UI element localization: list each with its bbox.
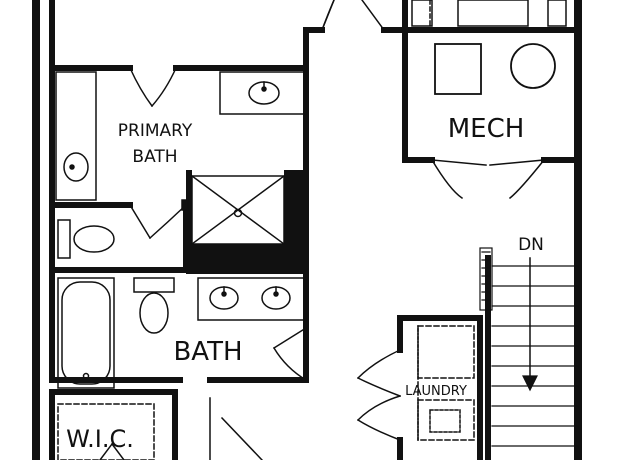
bathtub [57, 277, 115, 389]
room-label-primary-2: BATH [132, 147, 177, 167]
stair-arrow-head [522, 375, 538, 392]
wic-shelf [57, 403, 155, 460]
exterior-walls [32, 0, 582, 460]
furnace-circle [510, 43, 556, 89]
room-label-mech: MECH [448, 114, 525, 144]
shower [191, 175, 285, 245]
stair-label-dn: DN [518, 235, 544, 255]
room-label-laundry: LAUNDRY [405, 384, 467, 399]
room-label-wic: W.I.C. [66, 425, 134, 453]
room-label-bath: BATH [173, 337, 242, 367]
water-heater-box [434, 43, 482, 95]
stair [479, 247, 579, 447]
room-label-primary-1: PRIMARY [118, 121, 193, 141]
mech-equipment [434, 43, 556, 95]
wet-wall [186, 244, 306, 274]
top-right-fixtures [411, 0, 567, 27]
laundry-appliances [417, 325, 475, 441]
bath-fixtures [57, 277, 307, 389]
doors [99, 0, 546, 460]
primary-bath-fixtures [55, 71, 307, 259]
